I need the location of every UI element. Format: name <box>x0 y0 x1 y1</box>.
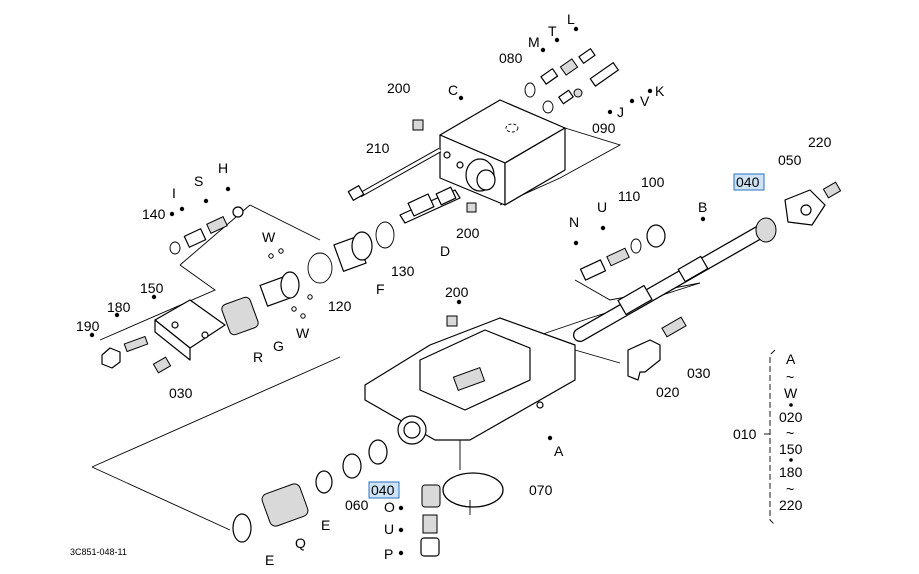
label-i: I <box>172 185 176 201</box>
label-n: N <box>569 214 579 230</box>
bolt-210 <box>347 147 442 201</box>
label-e-lower: E <box>265 552 274 568</box>
label-040-left: 040 <box>371 482 395 498</box>
label-e-upper: E <box>321 517 330 533</box>
left-small-parts <box>169 206 244 255</box>
label-020: 020 <box>656 384 680 400</box>
label-r: R <box>253 349 263 365</box>
label-u-lower: U <box>384 521 394 537</box>
label-p: P <box>384 546 393 562</box>
label-120: 120 <box>328 298 352 314</box>
label-m: M <box>528 34 540 50</box>
label-060: 060 <box>345 497 369 513</box>
label-200-bottom: 200 <box>445 284 469 300</box>
label-s: S <box>194 173 203 189</box>
legend-item-2: W <box>784 385 798 401</box>
legend-item-7: ~ <box>786 481 794 497</box>
label-t: T <box>548 23 557 39</box>
label-200-mid: 200 <box>456 225 480 241</box>
label-d: D <box>440 243 450 259</box>
callout-dots <box>89 26 706 556</box>
legend-group-number: 010 <box>733 426 757 442</box>
main-body-a <box>364 315 576 445</box>
label-130: 130 <box>391 263 415 279</box>
label-110: 110 <box>618 188 641 204</box>
label-o: O <box>384 499 395 515</box>
o-ring-070 <box>442 472 504 508</box>
highlight-040-right <box>733 173 765 191</box>
spool-b <box>573 181 842 342</box>
legend-item-8: 220 <box>779 497 803 513</box>
legend-item-5: 150 <box>779 441 803 457</box>
label-220: 220 <box>808 134 832 150</box>
plug-f-group <box>307 221 395 284</box>
group-legend: 010 A ~ W 020 ~ 150 180 ~ 220 <box>733 349 803 526</box>
label-g: G <box>273 338 284 354</box>
label-w-lower: W <box>296 325 310 341</box>
label-030-left: 030 <box>169 385 193 401</box>
label-j: J <box>617 104 624 120</box>
label-180: 180 <box>107 299 131 315</box>
label-q: Q <box>295 535 306 551</box>
part-labels: C L M T K V J 080 090 200 210 H S I 140 … <box>76 11 832 568</box>
label-c: C <box>448 82 458 98</box>
spool-d <box>399 186 477 224</box>
drawing-code: 3C851-048-11 <box>70 547 127 557</box>
label-f: F <box>376 281 385 297</box>
plug-stack <box>420 484 441 557</box>
label-u-upper: U <box>597 199 607 215</box>
highlight-040-left <box>368 481 400 499</box>
label-080: 080 <box>499 50 523 66</box>
label-090: 090 <box>592 120 616 136</box>
label-w-upper: W <box>262 229 276 245</box>
legend-item-4: ~ <box>786 425 794 441</box>
label-b: B <box>698 199 707 215</box>
label-100: 100 <box>641 174 665 190</box>
legend-item-6: 180 <box>779 464 803 480</box>
label-l: L <box>567 11 575 27</box>
top-small-parts <box>412 48 619 131</box>
bracket-020 <box>627 316 687 381</box>
g-r-150-group <box>101 271 300 374</box>
middle-small-parts <box>579 224 666 281</box>
valve-block-c <box>439 99 566 206</box>
label-030-right: 030 <box>687 365 711 381</box>
label-a: A <box>554 443 564 459</box>
label-070: 070 <box>529 482 553 498</box>
legend-item-1: ~ <box>786 369 794 385</box>
legend-item-0: A <box>786 351 796 367</box>
label-v: V <box>640 93 650 109</box>
lower-left-parts <box>232 439 388 543</box>
label-150: 150 <box>140 280 164 296</box>
label-190: 190 <box>76 318 100 334</box>
label-210: 210 <box>366 140 390 156</box>
label-h: H <box>218 160 228 176</box>
label-k: K <box>655 83 665 99</box>
legend-item-3: 020 <box>779 409 803 425</box>
label-040-right: 040 <box>736 174 760 190</box>
label-140: 140 <box>142 206 166 222</box>
label-050: 050 <box>778 152 802 168</box>
label-200-top: 200 <box>387 80 411 96</box>
